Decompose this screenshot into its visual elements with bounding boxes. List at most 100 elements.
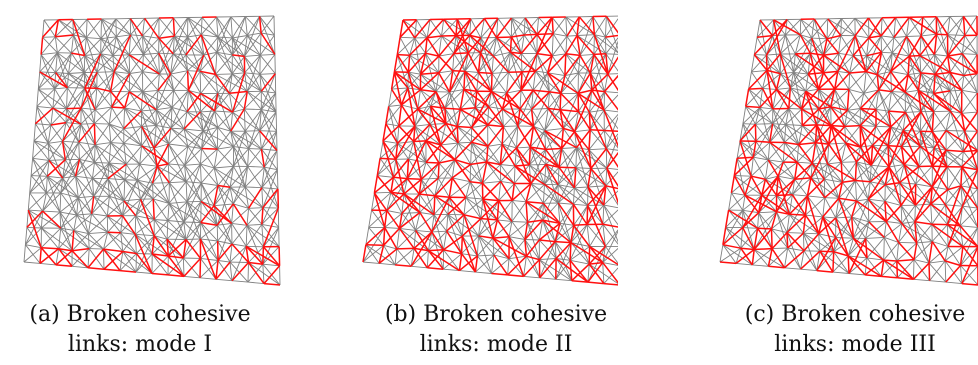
broken-link — [931, 186, 947, 206]
broken-link — [453, 18, 472, 54]
intact-link — [108, 123, 142, 147]
broken-link — [378, 245, 385, 264]
intact-link — [788, 108, 802, 110]
intact-link — [394, 248, 398, 265]
intact-link — [482, 180, 501, 184]
intact-link — [109, 123, 124, 130]
broken-link — [457, 125, 472, 129]
intact-link — [85, 19, 88, 38]
broken-link — [850, 216, 855, 239]
intact-link — [83, 72, 86, 89]
intact-link — [93, 196, 108, 217]
intact-link — [233, 146, 249, 150]
broken-link — [158, 37, 174, 55]
intact-link — [171, 90, 175, 108]
intact-link — [574, 168, 592, 189]
intact-link — [776, 211, 788, 233]
intact-link — [835, 198, 840, 218]
intact-link — [880, 35, 893, 54]
intact-link — [545, 164, 559, 204]
broken-link — [471, 127, 489, 147]
intact-link — [170, 90, 189, 129]
broken-link — [471, 141, 488, 148]
intact-link — [128, 91, 142, 112]
intact-link — [187, 70, 202, 94]
intact-link — [246, 74, 261, 92]
broken-link — [587, 185, 607, 206]
broken-link — [448, 52, 469, 93]
broken-link — [399, 19, 418, 38]
broken-link — [157, 52, 172, 75]
intact-link — [122, 251, 153, 274]
intact-link — [520, 53, 536, 72]
broken-link — [217, 243, 233, 261]
intact-link — [833, 237, 854, 253]
intact-link — [519, 90, 522, 110]
intact-link — [25, 244, 41, 264]
broken-link — [103, 248, 123, 253]
broken-link — [427, 267, 444, 270]
intact-link — [506, 72, 509, 94]
intact-link — [574, 131, 578, 148]
intact-link — [480, 37, 493, 74]
broken-link — [590, 168, 607, 187]
intact-link — [88, 233, 104, 250]
intact-link — [200, 93, 219, 113]
lattice-mode-1 — [23, 15, 281, 286]
broken-link — [166, 239, 170, 257]
broken-link — [498, 200, 513, 222]
intact-link — [469, 161, 488, 182]
intact-link — [246, 91, 262, 110]
intact-link — [575, 147, 578, 168]
broken-link — [822, 197, 840, 218]
intact-link — [772, 108, 790, 125]
intact-link — [85, 37, 101, 55]
broken-link — [801, 108, 832, 127]
broken-link — [733, 156, 754, 177]
intact-link — [124, 179, 141, 200]
intact-link — [947, 34, 963, 54]
intact-link — [55, 52, 72, 73]
intact-link — [67, 87, 82, 109]
intact-link — [79, 158, 95, 163]
broken-link — [425, 140, 456, 161]
intact-link — [525, 184, 545, 203]
broken-link — [753, 228, 773, 250]
intact-link — [185, 238, 201, 240]
intact-link — [42, 177, 64, 212]
intact-link — [217, 223, 232, 242]
intact-link — [229, 187, 234, 204]
intact-link — [80, 123, 96, 145]
intact-link — [604, 16, 607, 38]
broken-link — [786, 232, 789, 249]
intact-link — [719, 247, 742, 263]
intact-link — [785, 108, 790, 125]
broken-link — [156, 165, 170, 184]
intact-link — [896, 242, 900, 262]
intact-link — [575, 167, 607, 187]
broken-link — [531, 91, 551, 110]
intact-link — [465, 182, 483, 198]
broken-link — [418, 177, 439, 195]
broken-link — [929, 186, 933, 205]
intact-link — [247, 165, 265, 168]
intact-link — [772, 108, 787, 125]
intact-link — [32, 140, 35, 159]
broken-link — [460, 107, 476, 111]
intact-link — [931, 224, 949, 247]
intact-link — [73, 34, 87, 39]
broken-link — [129, 18, 144, 37]
broken-link — [262, 188, 279, 209]
intact-link — [95, 142, 111, 146]
intact-link — [847, 108, 861, 111]
broken-link — [756, 227, 773, 250]
intact-link — [935, 16, 949, 57]
intact-link — [232, 108, 245, 113]
intact-link — [771, 213, 790, 230]
broken-link — [182, 239, 187, 259]
intact-link — [461, 214, 465, 237]
intact-link — [259, 73, 276, 75]
broken-link — [426, 249, 445, 269]
broken-link — [805, 90, 832, 108]
intact-link — [46, 175, 79, 199]
